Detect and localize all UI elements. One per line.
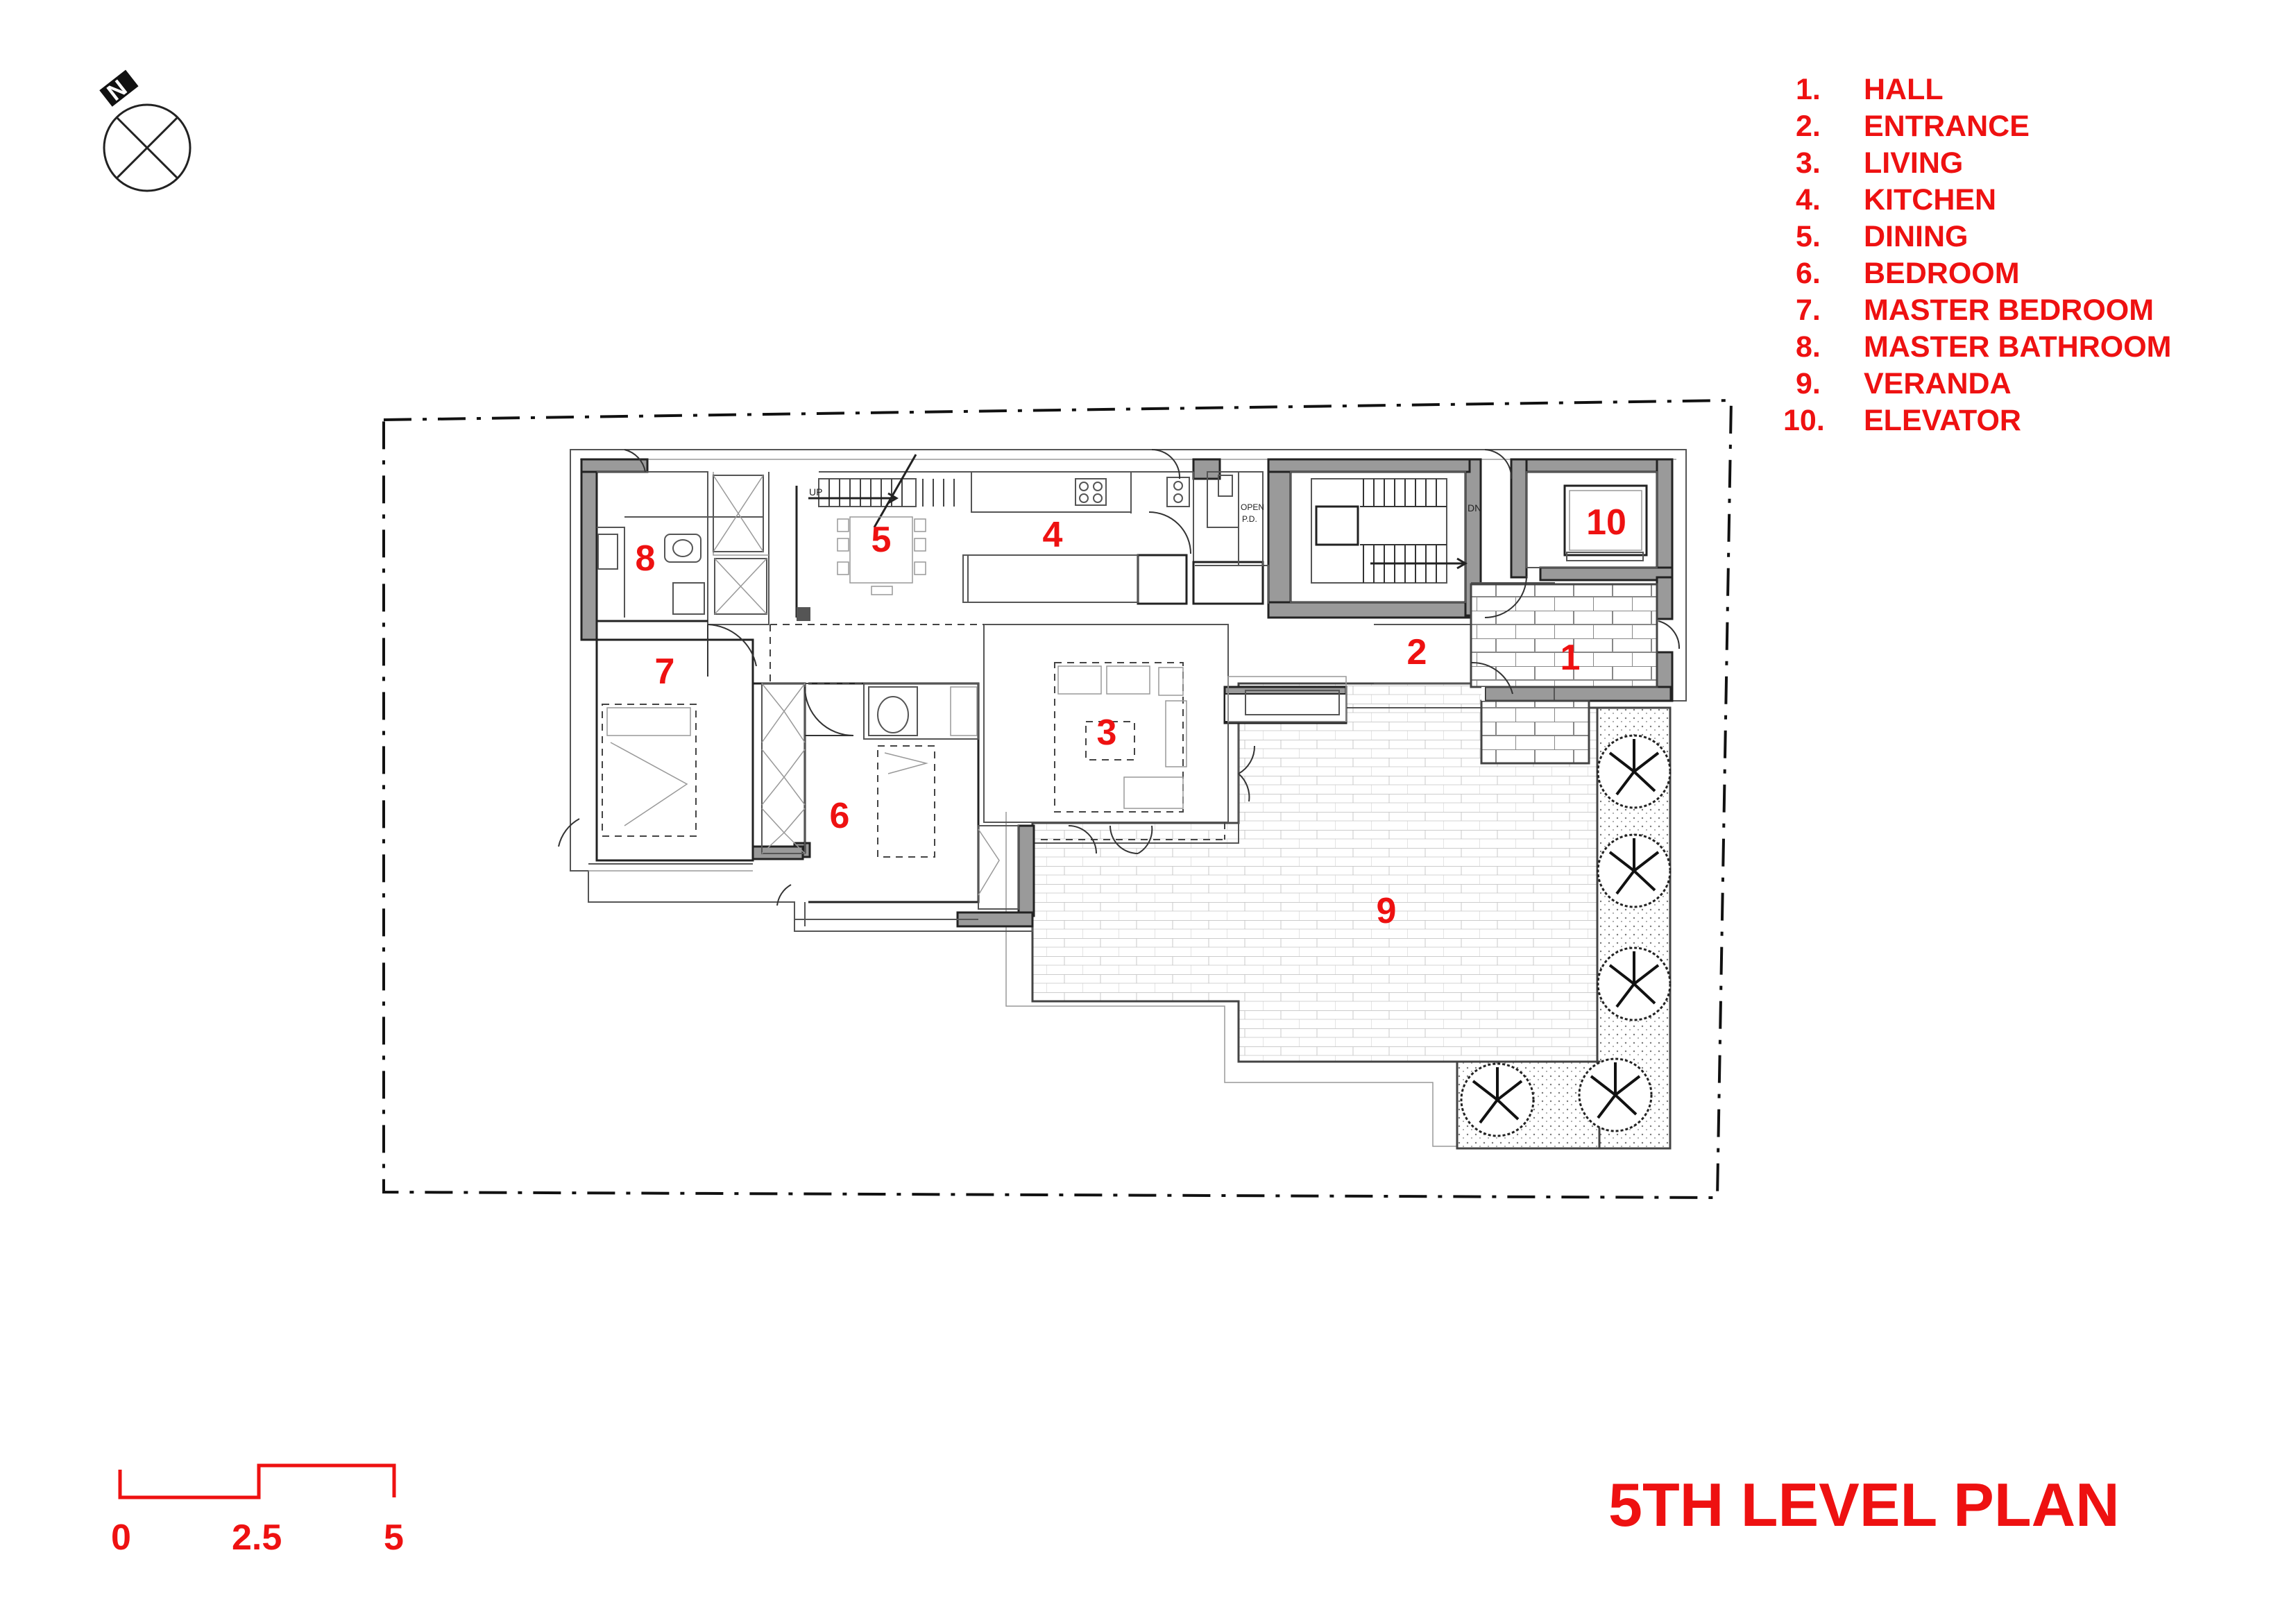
site-boundary bbox=[382, 398, 1733, 1200]
legend-number: 7. bbox=[1796, 294, 1821, 327]
legend-name: LIVING bbox=[1864, 146, 1964, 180]
north-arrow-icon: N bbox=[99, 69, 192, 192]
tree-icon bbox=[1597, 833, 1672, 908]
legend-number: 5. bbox=[1796, 220, 1821, 253]
legend-name: DINING bbox=[1864, 220, 1968, 253]
plan-title: 5TH LEVEL PLAN bbox=[1608, 1470, 2120, 1539]
room-number-master-bedroom: 7 bbox=[655, 652, 675, 692]
stair-core: DN bbox=[1290, 471, 1481, 603]
tree-icon bbox=[1460, 1062, 1535, 1137]
interior-stair: UP bbox=[808, 454, 955, 528]
scale-bar bbox=[118, 1463, 396, 1499]
pd-label: P.D. bbox=[1242, 514, 1257, 524]
kitchen-counter: OPEN P.D. bbox=[971, 471, 1264, 566]
tree-icon bbox=[1578, 1057, 1653, 1132]
open-label: OPEN bbox=[1241, 502, 1264, 512]
room-number-hall: 1 bbox=[1561, 638, 1581, 678]
legend-name: HALL bbox=[1864, 73, 1944, 106]
room-number-bedroom: 6 bbox=[830, 796, 850, 836]
scale-tick-label: 5 bbox=[384, 1518, 404, 1558]
dining-table bbox=[837, 516, 926, 595]
legend-name: ENTRANCE bbox=[1864, 110, 2030, 143]
legend-number: 1. bbox=[1796, 73, 1821, 106]
room-number-master-bathroom: 8 bbox=[636, 538, 656, 579]
room-number-veranda: 9 bbox=[1377, 891, 1397, 931]
legend-number: 6. bbox=[1796, 257, 1821, 290]
legend-name: MASTER BEDROOM bbox=[1864, 294, 2154, 327]
legend-name: VERANDA bbox=[1864, 367, 2012, 400]
elevator-shaft bbox=[1526, 471, 1658, 568]
room-number-kitchen: 4 bbox=[1043, 515, 1063, 555]
room-number-living: 3 bbox=[1097, 713, 1117, 753]
stair-up-label: UP bbox=[809, 486, 822, 498]
legend-number: 4. bbox=[1796, 183, 1821, 216]
bedroom-bed bbox=[868, 686, 978, 858]
stair-down-label: DN bbox=[1468, 502, 1481, 513]
scale-tick-label: 0 bbox=[111, 1518, 131, 1558]
legend-number: 9. bbox=[1796, 367, 1821, 400]
legend-name: BEDROOM bbox=[1864, 257, 2020, 290]
legend-number: 2. bbox=[1796, 110, 1821, 143]
kitchen-island bbox=[962, 554, 1139, 603]
tree-icon bbox=[1597, 734, 1672, 809]
living-furniture bbox=[1054, 662, 1187, 813]
wardrobe bbox=[761, 683, 1340, 910]
wall bbox=[580, 458, 1674, 928]
master-bed bbox=[602, 704, 697, 837]
legend-number: 10. bbox=[1783, 404, 1825, 437]
room-number-dining: 5 bbox=[871, 520, 892, 560]
legend-name: ELEVATOR bbox=[1864, 404, 2021, 437]
room-number-elevator: 10 bbox=[1586, 502, 1626, 543]
scale-tick-label: 2.5 bbox=[232, 1518, 282, 1558]
legend-number: 8. bbox=[1796, 330, 1821, 364]
legend-name: KITCHEN bbox=[1864, 183, 1997, 216]
legend-name: MASTER BATHROOM bbox=[1864, 330, 2172, 364]
bathroom-fixtures bbox=[597, 475, 767, 615]
column bbox=[797, 607, 810, 621]
legend-number: 3. bbox=[1796, 146, 1821, 180]
door-swing bbox=[558, 448, 1681, 906]
room-number-entrance: 2 bbox=[1407, 632, 1427, 672]
tree-icon bbox=[1597, 946, 1672, 1021]
hall-floor bbox=[1470, 583, 1658, 765]
